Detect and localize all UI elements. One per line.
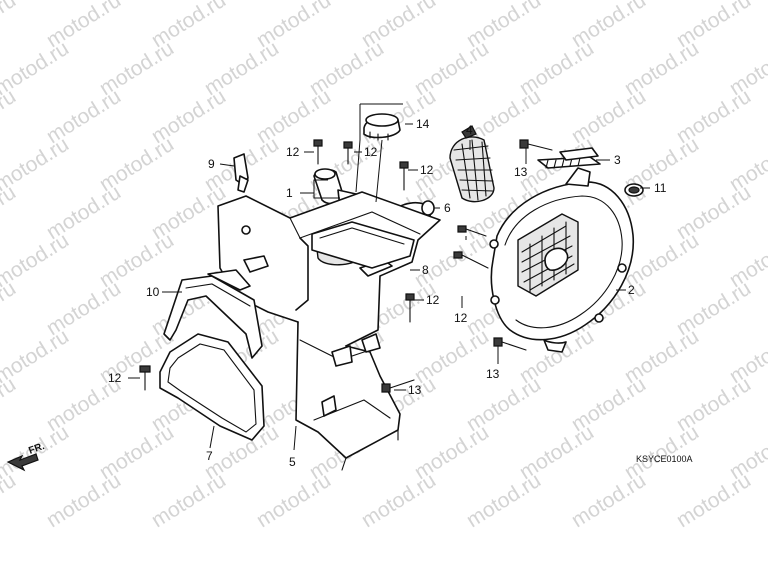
watermark-text: motod.ru (0, 277, 20, 340)
watermark-text: motod.ru (0, 0, 20, 52)
screw-12 (453, 251, 489, 269)
callout-12: 12 (286, 145, 300, 159)
callout-12: 12 (454, 311, 468, 325)
watermark-text: motod.ru (147, 469, 229, 532)
watermark-text: motod.ru (567, 469, 649, 532)
spring-clip-part (537, 147, 601, 169)
callout-5: 5 (289, 455, 296, 469)
callout-13: 13 (514, 165, 528, 179)
watermark-text: motod.ru (42, 469, 124, 532)
callout-12: 12 (420, 163, 434, 177)
callout-8: 8 (422, 263, 429, 277)
callout-7: 7 (206, 449, 213, 463)
screw-12 (139, 365, 151, 391)
callout-3: 3 (614, 153, 621, 167)
bolt-13 (493, 337, 527, 351)
callout-12: 12 (108, 371, 122, 385)
callout-6: 6 (444, 201, 451, 215)
callout-12: 12 (364, 145, 378, 159)
fan-cover-part (489, 167, 635, 353)
air-duct-part (311, 221, 415, 269)
callout-13: 13 (486, 367, 500, 381)
bolt-13 (381, 379, 415, 393)
callout-2: 2 (628, 283, 635, 297)
bolt-13 (519, 139, 553, 151)
callout-10: 10 (146, 285, 160, 299)
screw-12 (399, 161, 409, 191)
screw-12 (343, 141, 353, 165)
air-filter-element-part (449, 125, 495, 203)
watermark-text: motod.ru (0, 181, 20, 244)
watermark-text: motod.ru (0, 469, 20, 532)
screw-12 (313, 139, 323, 165)
watermark-text: motod.ru (672, 469, 754, 532)
callout-12: 12 (426, 293, 440, 307)
rubber-cap-part (624, 183, 644, 197)
callout-14: 14 (416, 117, 430, 131)
callout-1: 1 (286, 186, 293, 200)
watermark-text: motod.ru (357, 469, 439, 532)
front-direction-arrow: FR. (6, 441, 46, 472)
diagram-code: KSYCE0100A (636, 454, 693, 464)
leader-lines (128, 123, 650, 451)
callout-11: 11 (654, 181, 667, 195)
breather-cap-part (363, 113, 401, 141)
screw-12 (457, 225, 487, 237)
hose-clip-part (233, 153, 249, 193)
screws (139, 139, 553, 393)
watermark-text: motod.ru (252, 469, 334, 532)
watermark-text: motod.ru (0, 373, 20, 436)
watermark-text: motod.ru (462, 469, 544, 532)
seal-strip-part (163, 269, 263, 359)
callout-13: 13 (408, 383, 422, 397)
front-label: FR. (27, 441, 46, 457)
callout-4: 4 (466, 123, 473, 137)
watermark-text: motod.ru (0, 85, 20, 148)
callout-9: 9 (208, 157, 215, 171)
gasket-part (159, 333, 265, 441)
callouts: 1 2 3 4 5 6 7 8 9 10 11 12 12 12 12 12 1… (108, 117, 667, 469)
